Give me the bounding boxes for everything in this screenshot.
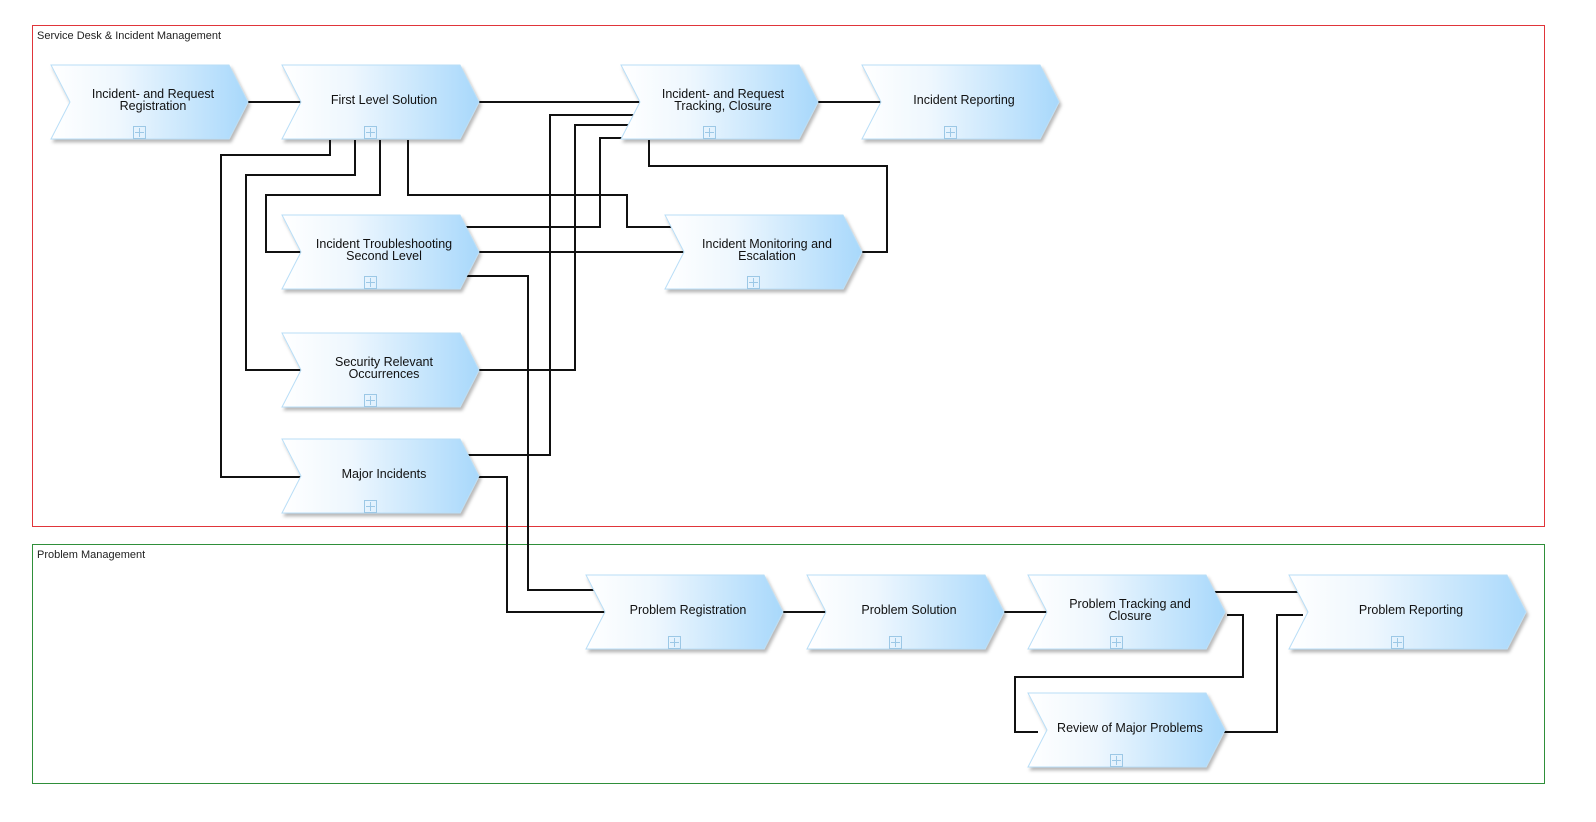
process-node[interactable]: Major Incidents: [280, 437, 480, 515]
process-node[interactable]: Problem Registration: [584, 573, 784, 651]
expand-icon[interactable]: [1391, 636, 1404, 649]
process-node[interactable]: Incident- and Request Registration: [49, 63, 249, 141]
node-label: Problem Tracking and Closure: [1069, 597, 1191, 623]
lane-problem-management: Problem Management: [32, 544, 1545, 784]
node-label: Incident- and Request Tracking, Closure: [661, 87, 785, 113]
expand-icon[interactable]: [364, 276, 377, 289]
process-node[interactable]: First Level Solution: [280, 63, 480, 141]
expand-icon[interactable]: [747, 276, 760, 289]
process-node[interactable]: Incident Monitoring and Escalation: [663, 213, 863, 291]
connector: [462, 114, 646, 456]
expand-icon[interactable]: [1110, 636, 1123, 649]
connector: [407, 140, 675, 228]
node-label: Problem Solution: [861, 603, 957, 617]
process-node[interactable]: Problem Solution: [805, 573, 1005, 651]
node-label: Security Relevant Occurrences: [335, 355, 433, 381]
expand-icon[interactable]: [889, 636, 902, 649]
expand-icon[interactable]: [668, 636, 681, 649]
connector: [265, 140, 381, 253]
connector: [462, 275, 599, 591]
expand-icon[interactable]: [1110, 754, 1123, 767]
node-label: First Level Solution: [330, 93, 438, 107]
process-node[interactable]: Security Relevant Occurrences: [280, 331, 480, 409]
connector: [648, 140, 888, 253]
node-label: Major Incidents: [341, 467, 427, 481]
node-label: Incident Troubleshooting Second Level: [315, 237, 453, 263]
process-node[interactable]: Incident Troubleshooting Second Level: [280, 213, 480, 291]
expand-icon[interactable]: [703, 126, 716, 139]
connector: [1014, 614, 1244, 733]
process-node[interactable]: Problem Reporting: [1287, 573, 1527, 651]
expand-icon[interactable]: [133, 126, 146, 139]
connector: [1222, 614, 1303, 733]
node-label: Review of Major Problems: [1057, 721, 1203, 735]
node-label: Problem Registration: [629, 603, 747, 617]
connector: [478, 476, 611, 613]
lane-service-desk-incident-management: Service Desk & Incident Management: [32, 25, 1545, 527]
expand-icon[interactable]: [944, 126, 957, 139]
process-node[interactable]: Incident Reporting: [860, 63, 1060, 141]
process-node[interactable]: Problem Tracking and Closure: [1026, 573, 1226, 651]
connector: [462, 137, 625, 228]
node-label: Incident Reporting: [913, 93, 1015, 107]
expand-icon[interactable]: [364, 126, 377, 139]
process-node[interactable]: Incident- and Request Tracking, Closure: [619, 63, 819, 141]
node-label: Incident Monitoring and Escalation: [702, 237, 832, 263]
expand-icon[interactable]: [364, 500, 377, 513]
connector: [220, 140, 331, 478]
connector: [478, 124, 632, 371]
node-label: Problem Reporting: [1358, 603, 1464, 617]
lane-title: Service Desk & Incident Management: [37, 30, 222, 42]
node-label: Incident- and Request Registration: [91, 87, 215, 113]
process-node[interactable]: Review of Major Problems: [1026, 691, 1226, 769]
lane-title: Problem Management: [37, 549, 146, 561]
expand-icon[interactable]: [364, 394, 377, 407]
connector: [245, 140, 356, 371]
